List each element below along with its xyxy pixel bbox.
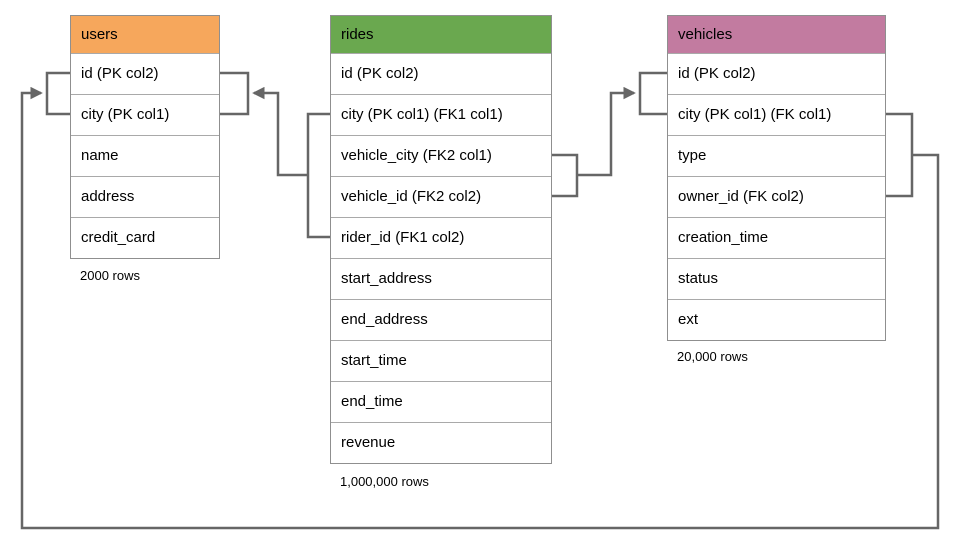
table-row: rider_id (FK1 col2) bbox=[331, 217, 551, 258]
vehicles-left-bracket bbox=[638, 71, 667, 116]
fk2-rides-to-vehicles-connector bbox=[577, 86, 636, 177]
vehicles-right-bracket bbox=[886, 112, 914, 198]
table-rides-header: rides bbox=[331, 16, 551, 53]
table-row: owner_id (FK col2) bbox=[668, 176, 885, 217]
table-vehicles-rowcount: 20,000 rows bbox=[677, 349, 748, 364]
table-row: ext bbox=[668, 299, 885, 340]
table-row: credit_card bbox=[71, 217, 219, 258]
table-row: id (PK col2) bbox=[71, 53, 219, 94]
table-row: city (PK col1) (FK1 col1) bbox=[331, 94, 551, 135]
table-row: city (PK col1) (FK col1) bbox=[668, 94, 885, 135]
table-row: revenue bbox=[331, 422, 551, 463]
table-row: vehicle_id (FK2 col2) bbox=[331, 176, 551, 217]
rides-right-bracket bbox=[552, 153, 579, 198]
table-users-header: users bbox=[71, 16, 219, 53]
table-vehicles-rows: id (PK col2)city (PK col1) (FK col1)type… bbox=[668, 53, 885, 340]
table-row: id (PK col2) bbox=[668, 53, 885, 94]
table-rides: rides id (PK col2)city (PK col1) (FK1 co… bbox=[330, 15, 552, 464]
rides-left-bracket bbox=[306, 112, 330, 239]
table-row: creation_time bbox=[668, 217, 885, 258]
table-rides-rowcount: 1,000,000 rows bbox=[340, 474, 429, 489]
table-row: vehicle_city (FK2 col1) bbox=[331, 135, 551, 176]
table-rides-rows: id (PK col2)city (PK col1) (FK1 col1)veh… bbox=[331, 53, 551, 463]
table-row: start_time bbox=[331, 340, 551, 381]
fk1-rides-to-users-connector bbox=[252, 86, 308, 177]
table-row: end_address bbox=[331, 299, 551, 340]
table-row: id (PK col2) bbox=[331, 53, 551, 94]
table-vehicles: vehicles id (PK col2)city (PK col1) (FK … bbox=[667, 15, 886, 341]
table-row: name bbox=[71, 135, 219, 176]
users-right-bracket bbox=[220, 71, 250, 116]
table-row: end_time bbox=[331, 381, 551, 422]
table-row: city (PK col1) bbox=[71, 94, 219, 135]
table-row: start_address bbox=[331, 258, 551, 299]
table-users-rowcount: 2000 rows bbox=[80, 268, 140, 283]
users-left-bracket bbox=[45, 71, 70, 116]
table-row: type bbox=[668, 135, 885, 176]
table-row: address bbox=[71, 176, 219, 217]
table-vehicles-header: vehicles bbox=[668, 16, 885, 53]
table-row: status bbox=[668, 258, 885, 299]
